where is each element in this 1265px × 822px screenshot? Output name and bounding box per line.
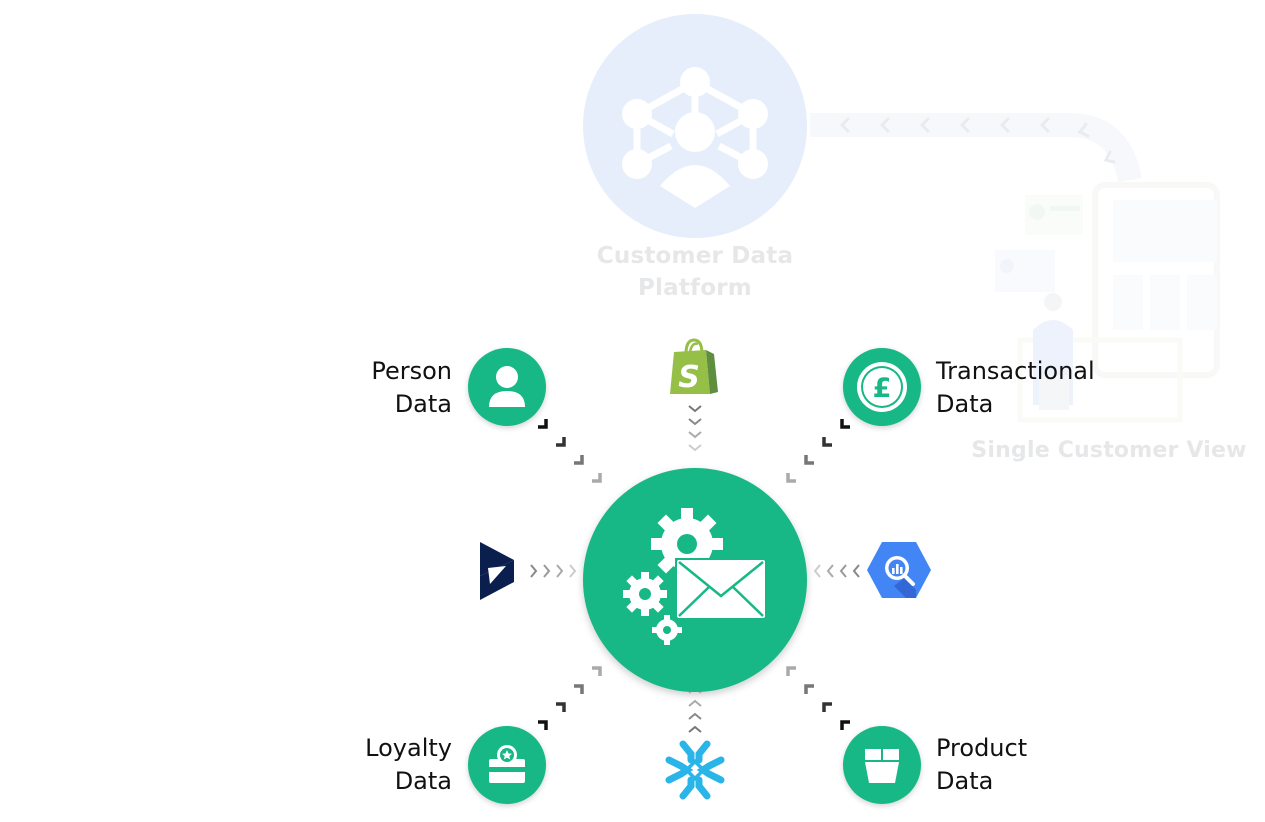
chevron-path-shopify	[688, 405, 702, 452]
snowflake-icon	[665, 740, 725, 800]
cdp-title: Customer Data Platform	[570, 240, 820, 304]
snowflake-logo[interactable]	[665, 740, 725, 800]
transactional-data-node[interactable]: £	[843, 348, 921, 426]
svg-text:£: £	[873, 373, 892, 404]
dynamics-logo[interactable]	[478, 542, 518, 600]
network-person-icon	[622, 67, 768, 208]
chevron-path-loyalty	[538, 666, 602, 730]
shopify-icon: S	[670, 338, 718, 395]
pound-coin-icon: £	[857, 362, 907, 412]
chevron-path-dynamics	[530, 564, 577, 578]
loyalty-data-node[interactable]	[468, 726, 546, 804]
person-data-node[interactable]	[468, 348, 546, 426]
email-automation-hub[interactable]	[583, 468, 807, 692]
chevron-path-person	[538, 419, 602, 483]
person-data-label: Person Data	[371, 357, 452, 418]
chevron-path-bigquery	[813, 564, 860, 578]
dynamics-icon	[480, 542, 514, 600]
bigquery-icon	[867, 542, 931, 598]
chevron-path-transactional	[786, 419, 850, 483]
shopify-logo[interactable]: S	[666, 338, 722, 398]
cdp-circle	[583, 14, 807, 238]
cdp-title-line2: Platform	[638, 275, 752, 301]
loyalty-data-label: Loyalty Data	[365, 734, 452, 795]
product-data-label: Product Data	[936, 734, 1028, 795]
product-data-node[interactable]	[843, 726, 921, 804]
single-customer-view-title: Single Customer View	[971, 438, 1247, 463]
gears-envelope-icon	[623, 508, 767, 645]
box-icon	[865, 749, 899, 783]
loyalty-card-icon	[489, 745, 525, 783]
cdp-title-line1: Customer Data	[596, 243, 794, 269]
svg-text:S: S	[678, 360, 700, 395]
transactional-data-label: Transactional Data	[936, 357, 1095, 418]
chevron-path-product	[786, 666, 850, 730]
flow-arrow-band	[810, 113, 1142, 183]
single-customer-view-illustration	[995, 180, 1225, 430]
bigquery-logo[interactable]	[866, 540, 932, 600]
person-icon	[489, 366, 525, 407]
chevron-path-snowflake	[688, 686, 702, 733]
